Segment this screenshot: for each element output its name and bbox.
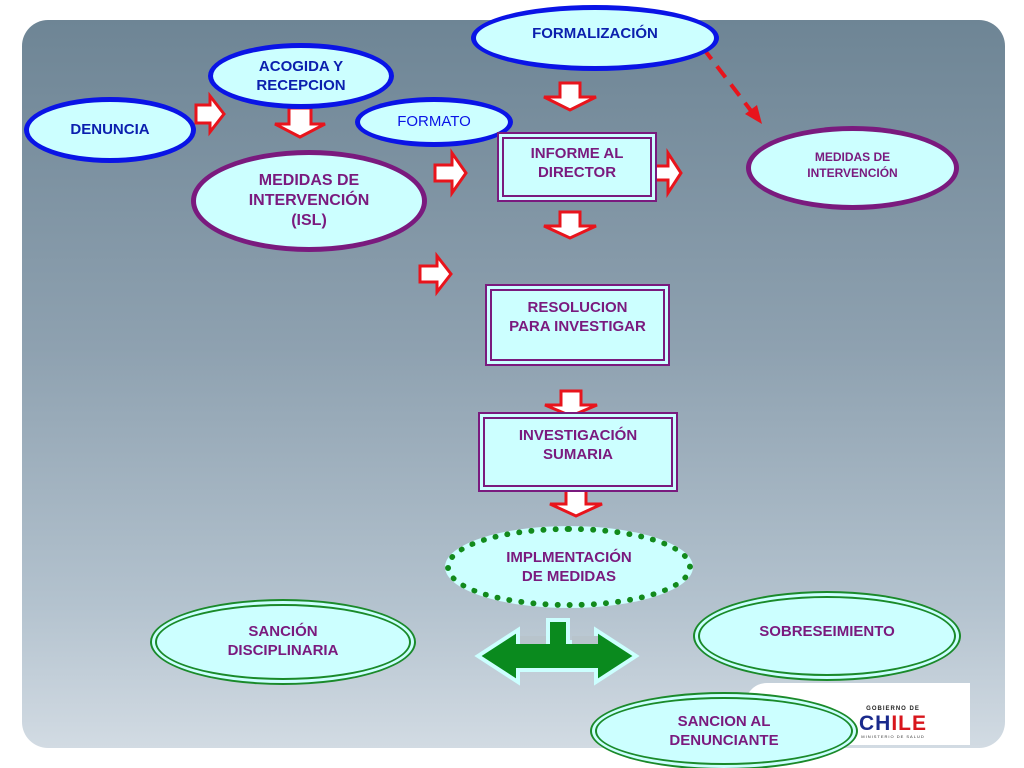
logo-top-text: GOBIERNO DE (866, 705, 920, 712)
node-formalizacion-label: FORMALIZACIÓN (532, 25, 658, 42)
arrow-down-formalizacion (543, 81, 597, 112)
arrow-right-denuncia (194, 91, 226, 137)
arrow-shade-right (572, 636, 598, 644)
node-investigacion[interactable]: INVESTIGACIÓN SUMARIA (478, 412, 678, 492)
arrow-down-acogida (274, 106, 326, 139)
arrow-down-informe (543, 210, 597, 240)
logo-sub-text: MINISTERIO DE SALUD (861, 733, 925, 739)
node-informe[interactable]: INFORME AL DIRECTOR (497, 132, 657, 202)
green-double-arrow (474, 618, 640, 686)
dashed-arrow-line (701, 46, 754, 114)
node-medidas-intervencion-label: MEDIDAS DE INTERVENCIÓN (807, 150, 898, 180)
node-acogida[interactable]: ACOGIDA Y RECEPCION (208, 43, 394, 109)
node-medidas-isl-label: MEDIDAS DE INTERVENCIÓN (ISL) (248, 172, 370, 229)
node-sancion-disciplinaria-label: SANCIÓN DISCIPLINARIA (227, 623, 339, 659)
gobierno-chile-logo: GOBIERNO DE CHILE MINISTERIO DE SALUD (858, 705, 928, 739)
arrow-right-formato (433, 148, 468, 198)
node-sobreseimiento[interactable]: SOBRESEIMIENTO (698, 596, 956, 676)
node-resolucion-label: RESOLUCION PARA INVESTIGAR (509, 299, 646, 335)
dashed-arrow-head (745, 105, 762, 124)
node-formato[interactable]: FORMATO (355, 97, 513, 147)
node-acogida-label: ACOGIDA Y RECEPCION (256, 58, 346, 94)
node-sancion-denunciante-label: SANCION AL DENUNCIANTE (669, 713, 779, 749)
arrow-down-investigacion (549, 488, 603, 518)
node-medidas-isl[interactable]: MEDIDAS DE INTERVENCIÓN (ISL) (191, 150, 427, 252)
node-sancion-denunciante[interactable]: SANCION AL DENUNCIANTE (595, 697, 853, 765)
node-resolucion[interactable]: RESOLUCION PARA INVESTIGAR (485, 284, 670, 366)
node-denuncia-label: DENUNCIA (70, 121, 150, 138)
arrow-down-resolucion (544, 389, 598, 418)
node-implementacion[interactable]: IMPLMENTACIÓN DE MEDIDAS (445, 526, 693, 608)
node-informe-label: INFORME AL DIRECTOR (530, 145, 624, 181)
node-sancion-disciplinaria[interactable]: SANCIÓN DISCIPLINARIA (155, 604, 411, 680)
node-formato-label: FORMATO (397, 113, 471, 130)
node-investigacion-label: INVESTIGACIÓN SUMARIA (518, 427, 638, 463)
arrow-right-resolucion (418, 251, 453, 297)
node-formalizacion[interactable]: FORMALIZACIÓN (471, 5, 719, 71)
logo-main-text: CHILE (858, 711, 927, 735)
node-medidas-intervencion[interactable]: MEDIDAS DE INTERVENCIÓN (746, 126, 959, 210)
node-sobreseimiento-label: SOBRESEIMIENTO (759, 623, 895, 640)
node-denuncia[interactable]: DENUNCIA (24, 97, 196, 163)
node-implementacion-label: IMPLMENTACIÓN DE MEDIDAS (506, 549, 632, 585)
arrow-shade-left (520, 636, 546, 644)
arrow-right-informe (652, 147, 683, 199)
